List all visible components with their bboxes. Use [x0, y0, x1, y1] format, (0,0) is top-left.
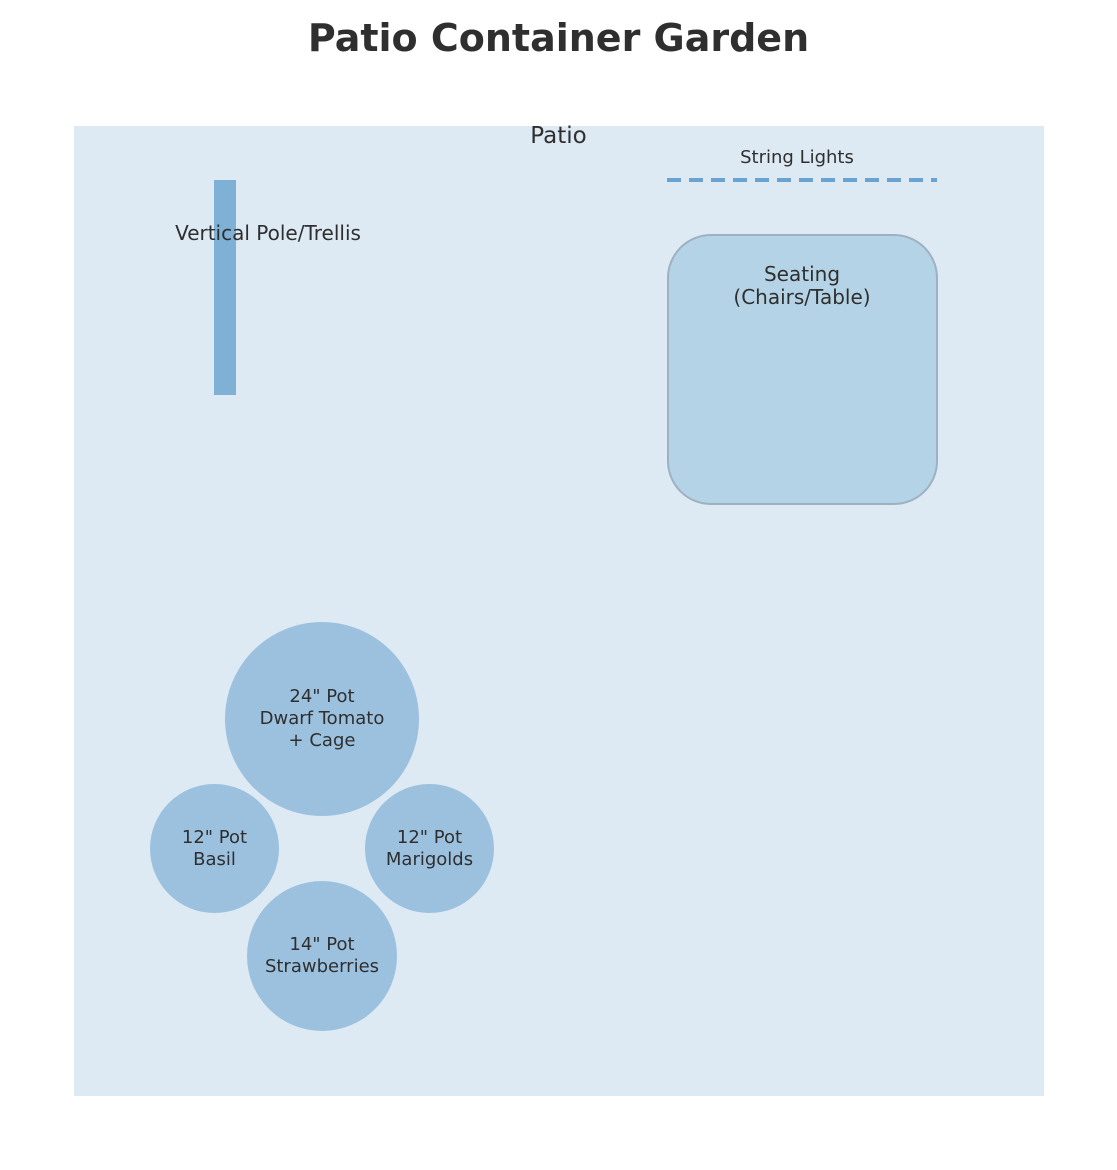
trellis-label: Vertical Pole/Trellis [175, 221, 361, 245]
string-lights-label: String Lights [740, 147, 854, 168]
pot-strawberries: 14" Pot Strawberries [247, 881, 397, 1031]
pot-plant-label: Strawberries [264, 956, 380, 977]
pot-size-label: 14" Pot [289, 934, 355, 955]
seating-label-line2: (Chairs/Table) [733, 285, 871, 309]
pot-size-label: 12" Pot [181, 826, 248, 848]
patio-label: Patio [530, 123, 587, 149]
seating-area [667, 234, 938, 505]
pot-size-label: 24" Pot [289, 686, 355, 707]
pot-plant-label: Basil [193, 848, 236, 870]
pot-plant-label: Dwarf Tomato [259, 708, 385, 729]
pot-size-label: 12" Pot [396, 826, 463, 848]
pot-basil: 12" Pot Basil [150, 784, 279, 913]
pot-marigolds: 12" Pot Marigolds [365, 784, 494, 913]
page-title: Patio Container Garden [307, 16, 810, 60]
pot-extra-label: + Cage [288, 730, 356, 751]
string-lights-line [667, 178, 937, 182]
pot-plant-label: Marigolds [385, 848, 474, 870]
seating-label-line1: Seating [763, 262, 841, 286]
pot-dwarf-tomato: 24" Pot Dwarf Tomato + Cage [225, 622, 419, 816]
seating-label: Seating (Chairs/Table) [667, 263, 937, 309]
trellis-pole [214, 180, 236, 395]
